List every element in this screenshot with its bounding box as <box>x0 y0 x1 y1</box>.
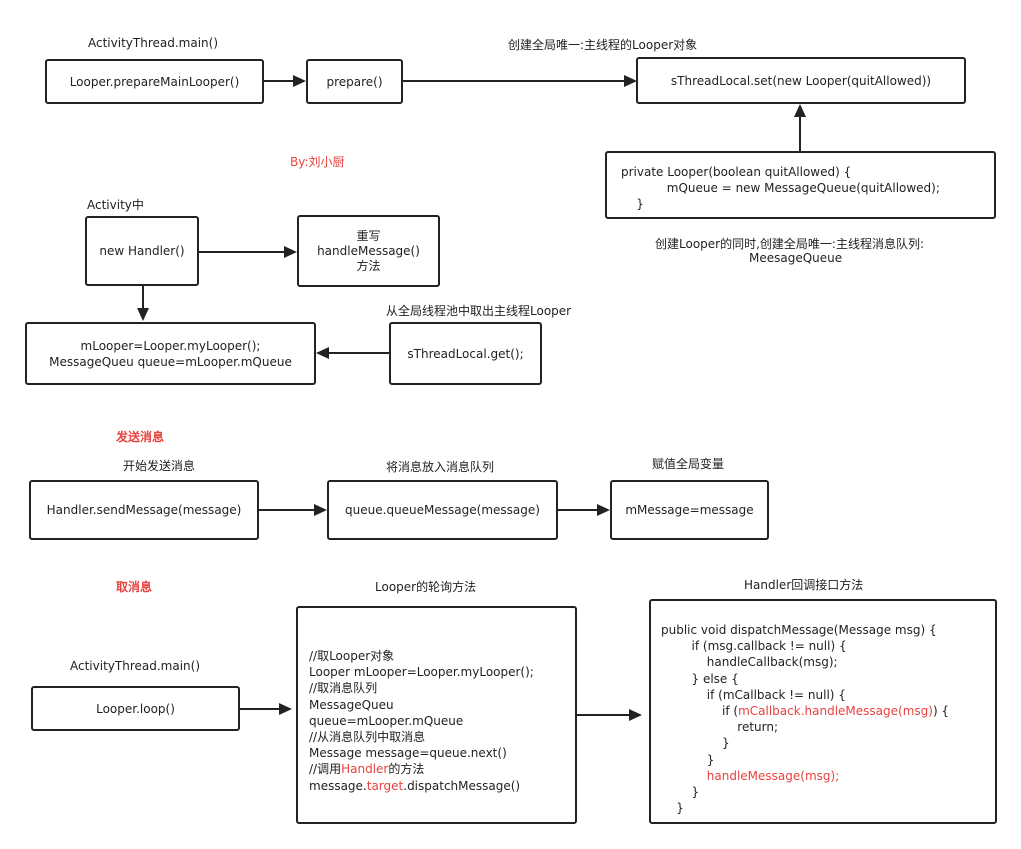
code-fragment: 的方法 <box>388 762 425 777</box>
connector-line <box>199 251 285 253</box>
arrow-head-icon <box>629 709 642 721</box>
code-line: Message message=queue.next() <box>309 746 507 761</box>
code-highlight: target <box>366 778 404 793</box>
code-line: } <box>621 197 644 212</box>
code-fragment: message. <box>309 778 367 793</box>
threadlocal-set-box: sThreadLocal.set(new Looper(quitAllowed)… <box>636 57 966 104</box>
code-line: //取消息队列 <box>309 681 378 696</box>
code-line: } <box>661 736 730 751</box>
code-line: handleCallback(msg); <box>661 655 838 670</box>
override-line: 方法 <box>356 258 381 273</box>
override-handle-message-box: 重写 handleMessage() 方法 <box>297 215 440 287</box>
code-highlight: Handler <box>341 762 389 777</box>
mmessage-text: mMessage=message <box>625 503 754 517</box>
loop-text: Looper.loop() <box>96 701 175 716</box>
queue-message-text: queue.queueMessage(message) <box>345 503 540 517</box>
queue-message-box: queue.queueMessage(message) <box>327 480 558 540</box>
create-looper-label: 创建全局唯一:主线程的Looper对象 <box>508 38 698 52</box>
code-line: if (mCallback.handleMessage(msg)) { <box>661 703 949 719</box>
new-handler-text: new Handler() <box>99 244 185 258</box>
code-line: if (msg.callback != null) { <box>661 639 847 654</box>
code-line: Looper mLooper=Looper.myLooper(); <box>309 665 534 680</box>
start-send-label: 开始发送消息 <box>123 459 196 473</box>
loop-box: Looper.loop() <box>31 686 240 731</box>
code-line: message.target.dispatchMessage() <box>309 778 534 794</box>
connector-line <box>799 116 801 152</box>
loop-code: //取Looper对象 Looper mLooper=Looper.myLoope… <box>309 648 534 794</box>
code-line: mQueue = new MessageQueue(quitAllowed); <box>621 181 940 196</box>
threadlocal-get-text: sThreadLocal.get(); <box>407 346 524 361</box>
code-fragment: ) { <box>932 704 950 719</box>
connector-line <box>329 352 389 354</box>
send-message-text: Handler.sendMessage(message) <box>46 503 242 517</box>
messagequeue-label: MeesageQueue <box>749 251 843 265</box>
create-queue-label: 创建Looper的同时,创建全局唯一:主线程消息队列: <box>655 237 924 251</box>
code-fragment: .dispatchMessage() <box>403 778 521 793</box>
arrow-head-icon <box>279 703 292 715</box>
activitythread-main-label-2: ActivityThread.main() <box>70 659 200 673</box>
override-line: handleMessage() <box>317 243 420 258</box>
arrow-head-icon <box>293 75 306 87</box>
connector-line <box>240 708 280 710</box>
code-line: //从消息队列中取消息 <box>309 730 426 745</box>
arrow-head-icon <box>597 504 610 516</box>
assign-global-label: 赋值全局变量 <box>652 457 725 471</box>
looper-constructor-code: private Looper(boolean quitAllowed) { mQ… <box>621 164 940 213</box>
code-line: } <box>661 752 715 767</box>
code-fragment: //调用 <box>309 762 342 777</box>
code-line: MessageQueu <box>309 697 394 712</box>
dispatch-code: public void dispatchMessage(Message msg)… <box>661 622 949 816</box>
mlooper-box: mLooper=Looper.myLooper(); MessageQueu q… <box>25 322 316 385</box>
threadlocal-set-text: sThreadLocal.set(new Looper(quitAllowed)… <box>670 73 932 88</box>
code-line: public void dispatchMessage(Message msg)… <box>661 623 937 637</box>
connector-line <box>558 509 598 511</box>
activitythread-main-label: ActivityThread.main() <box>88 36 218 50</box>
arrow-head-icon <box>137 308 149 321</box>
code-line: //取Looper对象 <box>309 649 395 663</box>
activity-label: Activity中 <box>87 198 144 212</box>
connector-line <box>259 509 315 511</box>
looper-constructor-box: private Looper(boolean quitAllowed) { mQ… <box>605 151 996 219</box>
code-line: queue=mLooper.mQueue <box>309 713 464 728</box>
code-line: } else { <box>661 671 739 686</box>
code-line: //调用Handler的方法 <box>309 761 534 777</box>
prepare-text: prepare() <box>326 74 383 89</box>
arrow-head-icon <box>316 347 329 359</box>
enqueue-label: 将消息放入消息队列 <box>386 460 495 474</box>
callback-label: Handler回调接口方法 <box>744 578 864 592</box>
arrow-head-icon <box>314 504 327 516</box>
mqueue-line: MessageQueu queue=mLooper.mQueue <box>49 354 292 369</box>
code-highlight: mCallback.handleMessage(msg) <box>738 704 933 719</box>
threadlocal-get-box: sThreadLocal.get(); <box>389 322 542 385</box>
arrow-head-icon <box>794 104 806 117</box>
code-line: return; <box>661 720 779 735</box>
dispatch-code-box: public void dispatchMessage(Message msg)… <box>649 599 997 824</box>
send-message-title: 发送消息 <box>116 430 165 444</box>
take-message-title: 取消息 <box>116 580 153 594</box>
take-looper-label: 从全局线程池中取出主线程Looper <box>386 304 572 318</box>
code-line: } <box>661 801 684 816</box>
prepare-main-looper-box: Looper.prepareMainLooper() <box>45 59 264 104</box>
new-handler-box: new Handler() <box>85 216 199 286</box>
mmessage-box: mMessage=message <box>610 480 769 540</box>
author-label: By:刘小厨 <box>290 155 345 169</box>
mlooper-line: mLooper=Looper.myLooper(); <box>80 338 261 353</box>
send-message-box: Handler.sendMessage(message) <box>29 480 259 540</box>
override-line: 重写 <box>356 228 381 243</box>
code-line: handleMessage(msg); <box>661 768 840 783</box>
code-fragment: if ( <box>661 704 739 719</box>
code-line: } <box>661 785 700 800</box>
arrow-head-icon <box>284 246 297 258</box>
prepare-main-looper-text: Looper.prepareMainLooper() <box>69 74 240 89</box>
code-line: if (mCallback != null) { <box>661 687 846 702</box>
polling-label: Looper的轮询方法 <box>375 580 477 594</box>
code-line: private Looper(boolean quitAllowed) { <box>621 165 852 179</box>
connector-line <box>264 80 294 82</box>
connector-line <box>577 714 630 716</box>
arrow-head-icon <box>624 75 637 87</box>
prepare-box: prepare() <box>306 59 403 104</box>
connector-line <box>403 80 625 82</box>
loop-code-box: //取Looper对象 Looper mLooper=Looper.myLoope… <box>296 606 577 824</box>
connector-line <box>142 286 144 309</box>
